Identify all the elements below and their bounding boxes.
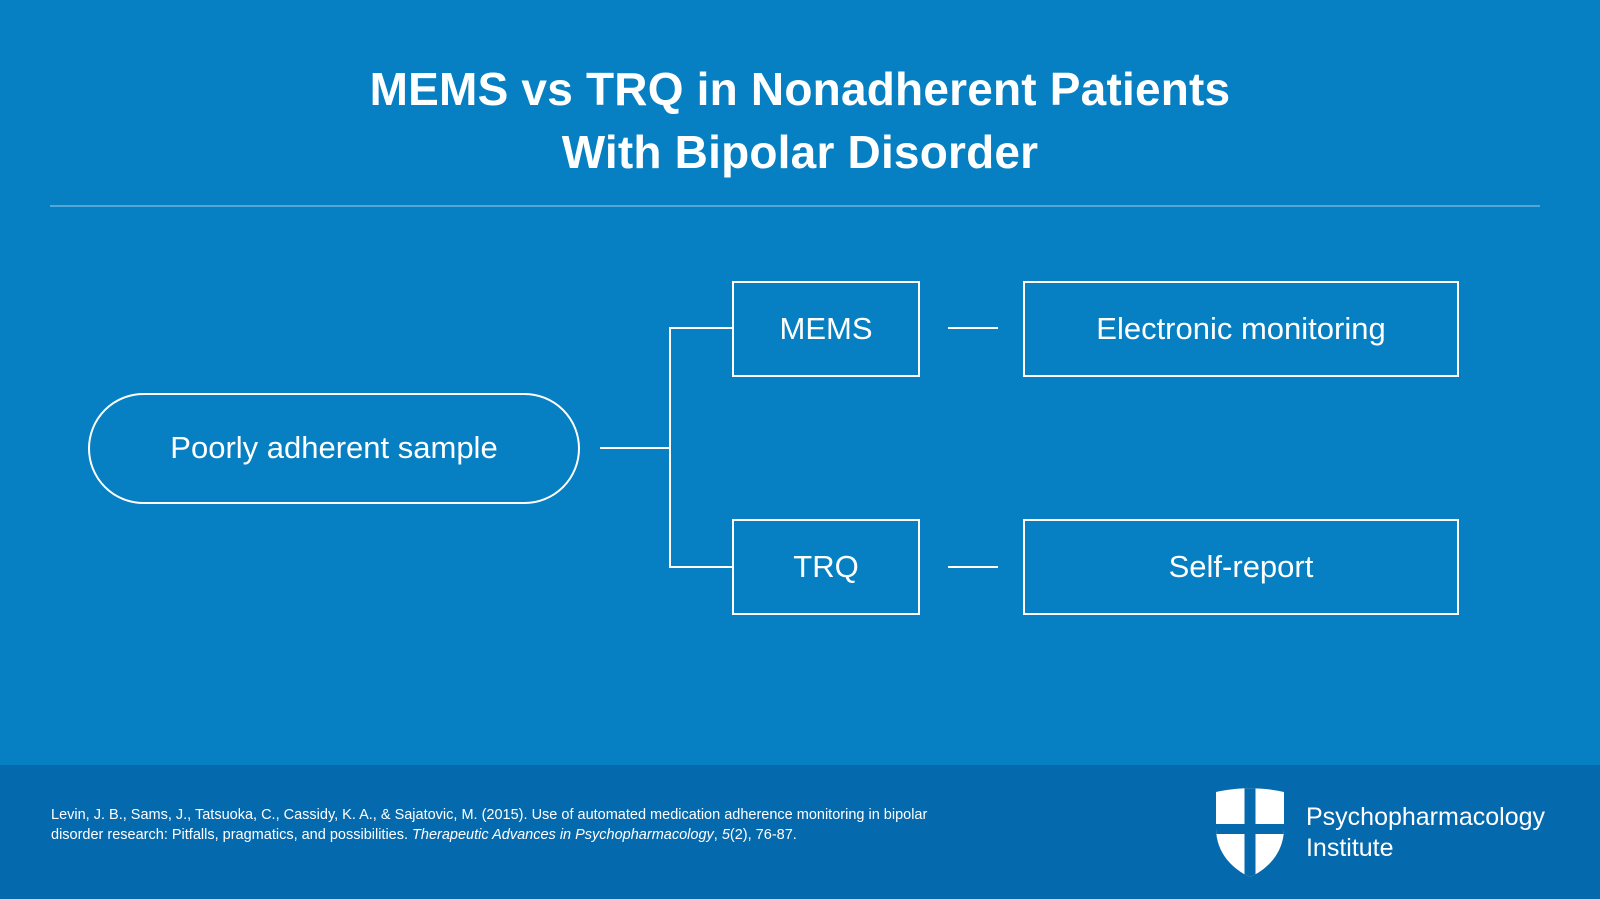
brand-line-2: Institute [1305,834,1394,862]
title-line-1: MEMS vs TRQ in Nonadherent Patients [369,63,1231,115]
title-line-2: With Bipolar Disorder [561,126,1039,178]
connector-bracket-to-mems [669,327,733,329]
node-label: Self-report [1168,548,1314,584]
title-divider [50,205,1540,207]
citation-volume: 5 [721,826,730,843]
connector-trq-to-self-report [948,566,998,568]
citation-part-1: Levin, J. B., Sams, J., Tatsuoka, C., Ca… [51,807,928,843]
connector-sample-to-bracket [600,447,670,449]
connector-mems-to-electronic-monitoring [948,327,998,329]
node-label: TRQ [793,548,859,584]
node-label: Electronic monitoring [1096,310,1386,346]
citation-text: Levin, J. B., Sams, J., Tatsuoka, C., Ca… [51,806,931,845]
citation-journal: Therapeutic Advances in Psychopharmacolo… [412,826,714,843]
node-mems: MEMS [732,281,920,377]
shield-logo-icon [1215,788,1284,877]
connector-bracket-to-trq [669,566,733,568]
page-title: MEMS vs TRQ in Nonadherent Patients With… [0,58,1600,184]
node-electronic-monitoring: Electronic monitoring [1023,281,1459,377]
node-poorly-adherent-sample: Poorly adherent sample [88,393,580,504]
citation-part-3: (2), 76-87. [729,826,797,843]
node-label: Poorly adherent sample [170,430,498,466]
flow-diagram: Poorly adherent sample MEMS Electronic m… [88,281,1459,615]
brand-line-1: Psychopharmacology [1305,803,1545,831]
citation-part-2: , [713,826,722,843]
node-trq: TRQ [732,519,920,615]
footer-band: Levin, J. B., Sams, J., Tatsuoka, C., Ca… [0,765,1600,899]
connector-bracket-spine [669,327,671,568]
brand-lockup: Psychopharmacology Institute [1214,788,1545,878]
node-self-report: Self-report [1023,519,1459,615]
brand-name: Psychopharmacology Institute [1306,802,1545,864]
node-label: MEMS [779,310,873,346]
